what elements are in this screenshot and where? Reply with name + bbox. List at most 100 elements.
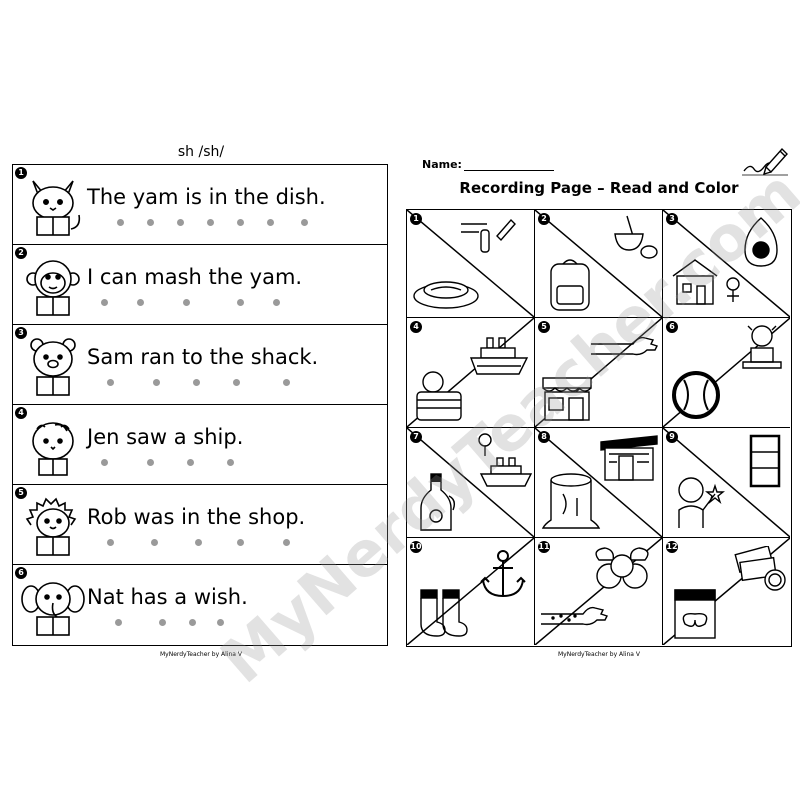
strip-sentence: Sam ran to the shack. xyxy=(87,345,319,369)
cider-bottle-icon xyxy=(420,473,456,531)
boy-with-wand-icon xyxy=(678,477,725,528)
cell-number: 4 xyxy=(410,321,422,333)
grid-cell[interactable]: 5 xyxy=(535,318,663,428)
sentence-strip: 5 Rob was in the shop. xyxy=(13,485,387,565)
pretzel-bag-icon xyxy=(674,589,716,639)
left-page-footer: MyNerdyTeacher by Alina V xyxy=(159,651,242,658)
grid-cell[interactable]: 6 xyxy=(663,318,790,428)
strip-number: 3 xyxy=(15,327,27,339)
sound-dot xyxy=(147,459,154,466)
pencil-writing-icon xyxy=(742,147,788,176)
sound-dot xyxy=(237,299,244,306)
grid-cell[interactable]: 10 xyxy=(407,538,535,645)
grid-cell[interactable]: 11 xyxy=(535,538,663,645)
sound-dots xyxy=(87,459,387,471)
sound-dot xyxy=(189,619,196,626)
sentence-strip: 6 Nat has a wish. xyxy=(13,565,387,645)
sound-dot xyxy=(273,299,280,306)
hedgehog-reading-icon xyxy=(25,497,77,556)
sound-dots xyxy=(87,539,387,551)
cell-number: 8 xyxy=(538,431,550,443)
bear-reading-icon xyxy=(30,338,76,396)
sound-dots xyxy=(87,379,387,391)
strip-sentence: Jen saw a ship. xyxy=(87,425,244,449)
sentence-strip: 2 I can mash the yam. xyxy=(13,245,387,325)
sound-dot xyxy=(301,219,308,226)
cell-number: 6 xyxy=(666,321,678,333)
sound-dot xyxy=(177,219,184,226)
grid-cell[interactable]: 3 xyxy=(663,210,790,318)
strip-number: 1 xyxy=(15,167,27,179)
hamster-reading-icon xyxy=(32,422,74,476)
shop-storefront-icon xyxy=(542,377,592,421)
sound-dot xyxy=(217,619,224,626)
strip-number: 5 xyxy=(15,487,27,499)
sound-dot xyxy=(193,379,200,386)
anchor-icon xyxy=(480,550,526,598)
grid-cell[interactable]: 1 xyxy=(407,210,535,318)
sentence-strip: 4 Jen saw a ship. xyxy=(13,405,387,485)
sound-dot xyxy=(115,619,122,626)
cell-number: 5 xyxy=(538,321,550,333)
name-writing-line[interactable] xyxy=(464,170,554,171)
sentence-strip: 1 The yam is in the dish. xyxy=(13,165,387,245)
sound-dot xyxy=(237,539,244,546)
sound-dots xyxy=(87,219,387,231)
strip-number: 2 xyxy=(15,247,27,259)
backpack-icon xyxy=(550,259,590,311)
cell-number: 9 xyxy=(666,431,678,443)
sound-dots xyxy=(87,619,387,631)
grid-cell[interactable]: 12 xyxy=(663,538,790,645)
sound-dot xyxy=(101,299,108,306)
sound-dot xyxy=(195,539,202,546)
cash-icon xyxy=(734,546,786,591)
sound-dot xyxy=(207,219,214,226)
grid-cell[interactable]: 9 xyxy=(663,428,790,538)
cat-reading-icon xyxy=(32,180,81,236)
mashing-bowl-icon xyxy=(614,215,658,259)
sentence-strip: 3 Sam ran to the shack. xyxy=(13,325,387,405)
monkey-reading-icon xyxy=(26,260,80,316)
grid-cell[interactable]: 7 xyxy=(407,428,535,538)
sound-dot xyxy=(227,459,234,466)
strip-number: 4 xyxy=(15,407,27,419)
sound-dot xyxy=(107,539,114,546)
arm-rash-icon xyxy=(541,606,608,626)
yam-on-plate-icon xyxy=(413,281,479,309)
cell-number: 7 xyxy=(410,431,422,443)
cell-number: 12 xyxy=(666,541,678,553)
sound-dot xyxy=(153,379,160,386)
cell-number: 11 xyxy=(538,541,550,553)
read-and-color-grid: 1 2 3 4 xyxy=(406,209,792,647)
blueberries-icon xyxy=(595,547,649,589)
avocado-icon xyxy=(744,217,778,267)
grid-cell[interactable]: 4 xyxy=(407,318,535,428)
sound-dot xyxy=(237,219,244,226)
sound-dot xyxy=(101,459,108,466)
sound-dot xyxy=(283,379,290,386)
right-page-footer: MyNerdyTeacher by Alina V xyxy=(557,651,640,658)
strip-number: 6 xyxy=(15,567,27,579)
grid-cell[interactable]: 8 xyxy=(535,428,663,538)
tree-stump-icon xyxy=(541,473,601,529)
ship-icon xyxy=(469,337,529,375)
sound-dot xyxy=(187,459,194,466)
sound-dot xyxy=(151,539,158,546)
sound-dots xyxy=(87,299,387,311)
arm-icon xyxy=(591,336,658,356)
cell-number: 1 xyxy=(410,213,422,225)
sound-dot xyxy=(159,619,166,626)
sentence-strips: 1 The yam is in the dish. 2 xyxy=(12,164,388,646)
grid-cell[interactable]: 2 xyxy=(535,210,663,318)
window-icon xyxy=(749,434,781,488)
cell-number: 10 xyxy=(410,541,422,553)
girl-at-table-icon xyxy=(742,325,782,369)
ship-icon xyxy=(478,433,533,487)
sound-dot xyxy=(137,299,144,306)
strip-sentence: The yam is in the dish. xyxy=(87,185,326,209)
shed-icon xyxy=(600,435,658,481)
name-label: Name: xyxy=(422,158,462,171)
socks-feet-icon xyxy=(420,589,468,637)
baseball-icon xyxy=(672,371,720,419)
shack-house-icon xyxy=(672,259,740,305)
